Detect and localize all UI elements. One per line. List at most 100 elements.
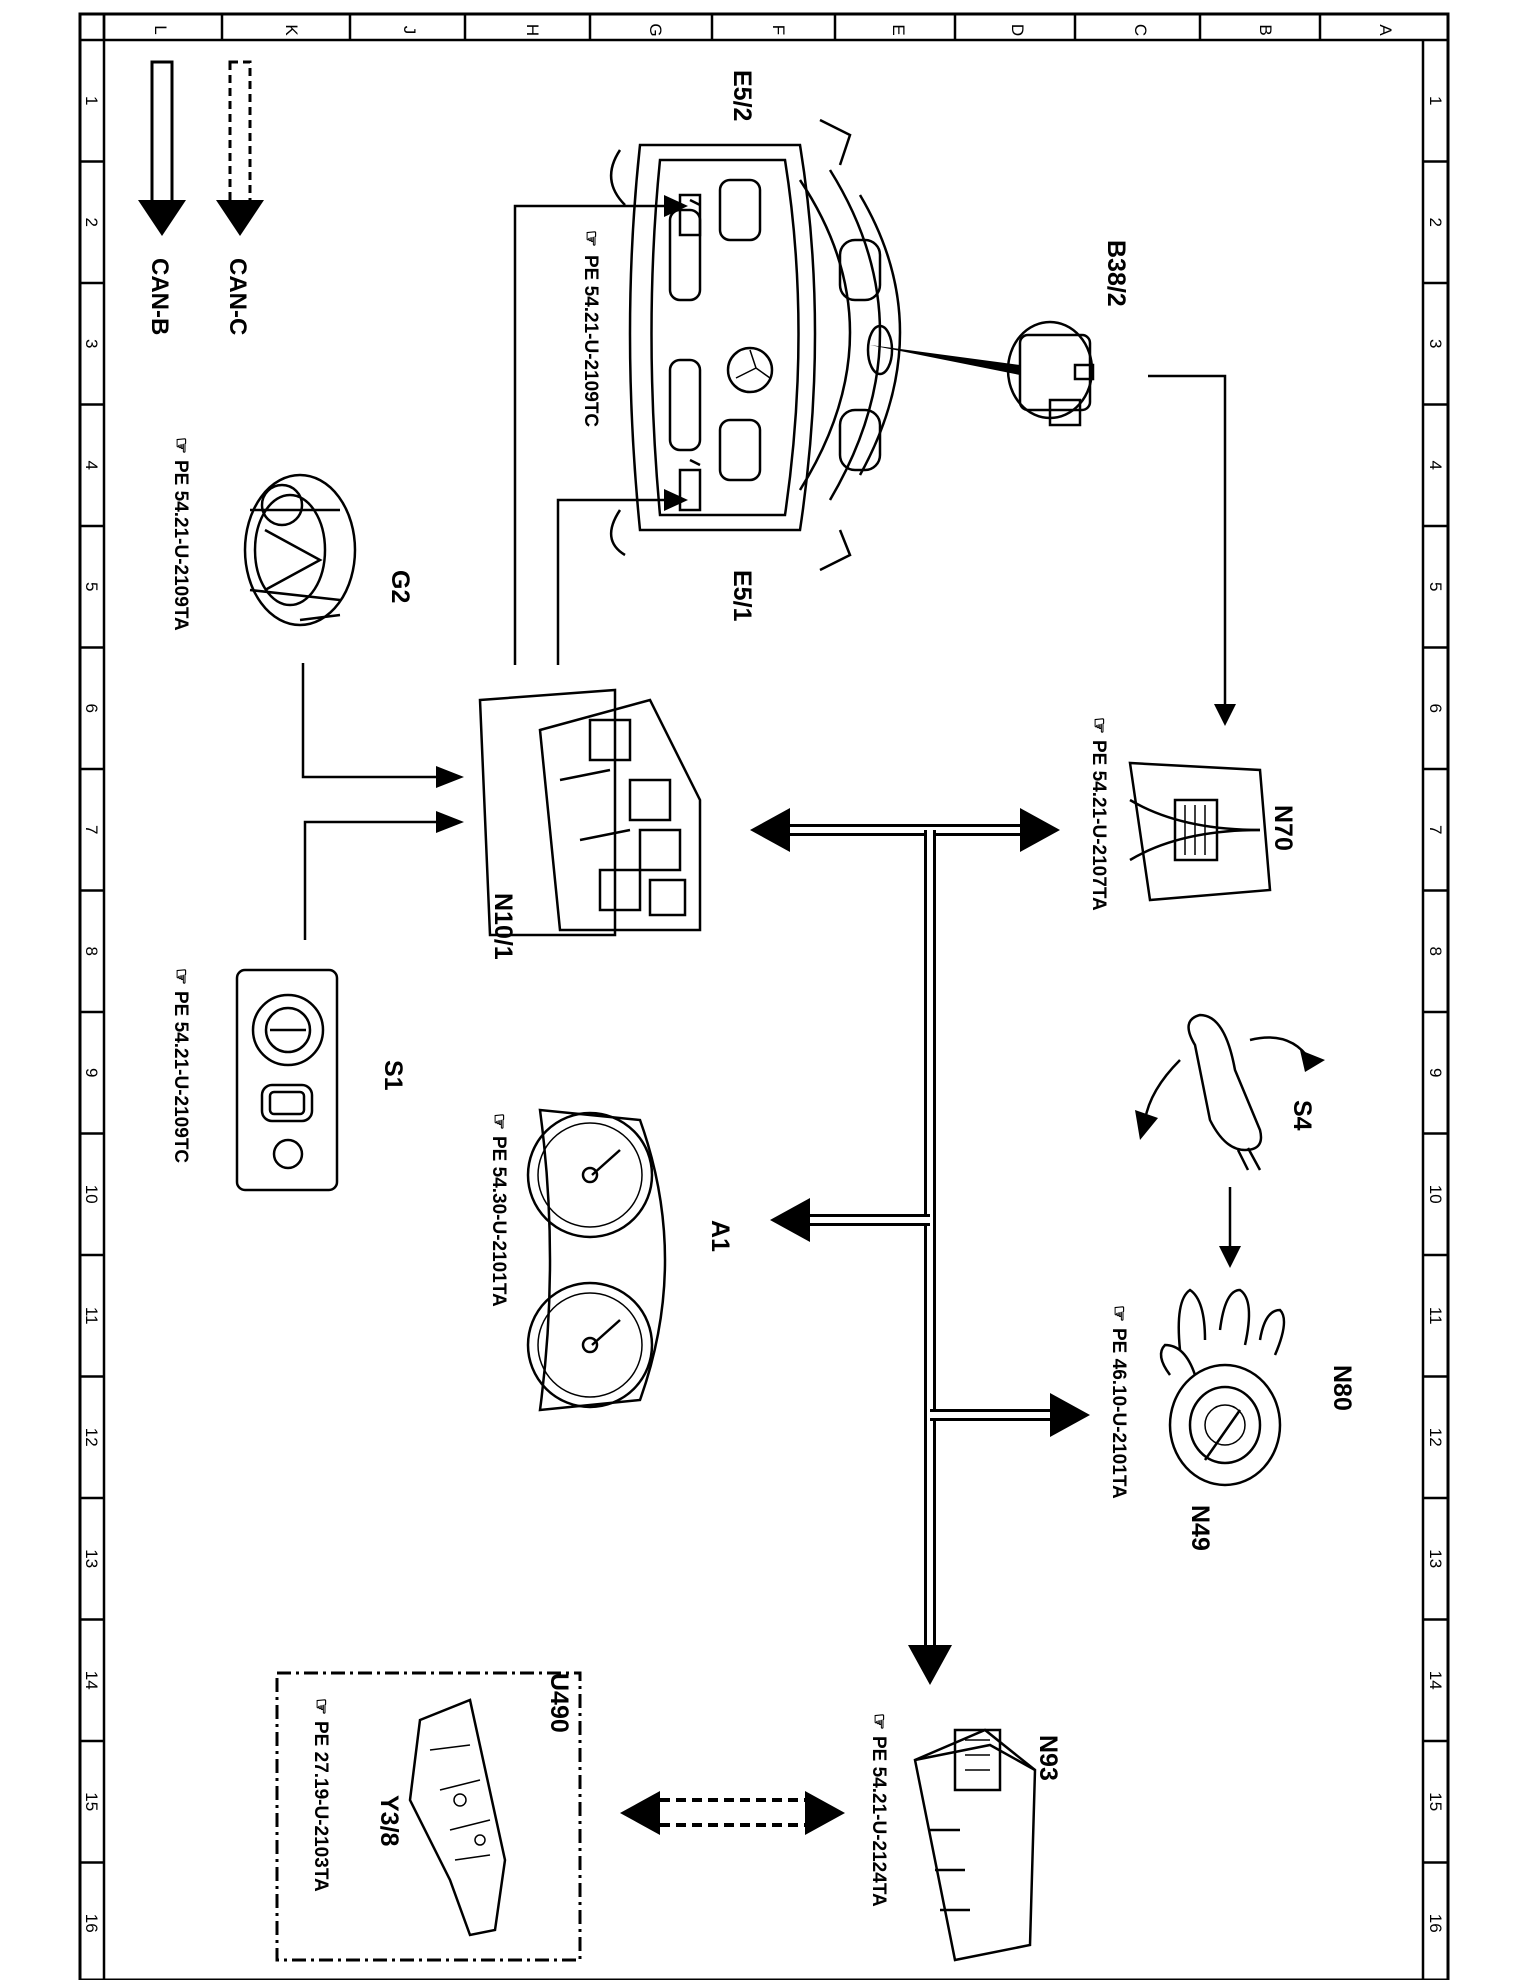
label-e5-2: E5/2 [728, 70, 756, 121]
ref-icon: ☞ [580, 230, 601, 247]
can-c-arrow-n93 [805, 1791, 845, 1835]
y3-8-conductor-plate-drawing [408, 1698, 507, 1937]
ref-icon: ☞ [170, 968, 191, 985]
g2-ref-label: PE 54.21-U-2109TA [170, 460, 191, 631]
row-label: 14 [82, 1671, 101, 1690]
row-label: 7 [1426, 825, 1445, 834]
headlamp-e5-2-marker [678, 193, 702, 237]
col-label: B [1256, 24, 1275, 35]
ref-icon: ☞ [1108, 1305, 1129, 1322]
signal-lines [301, 195, 1241, 1268]
n93-ref: ☞ PE 54.21-U-2124TA [868, 1713, 889, 1907]
col-label: C [1131, 24, 1150, 36]
label-n49: N49 [1186, 1505, 1214, 1551]
headlamp-e5-1-marker [678, 468, 702, 512]
n93-ref-label: PE 54.21-U-2124TA [868, 1736, 889, 1907]
n80-ref-label: PE 46.10-U-2101TA [1108, 1328, 1129, 1499]
legend-can-b-label: CAN-B [146, 258, 173, 335]
ref-icon: ☞ [488, 1113, 509, 1130]
n49-steering-angle-sensor-drawing [1203, 1409, 1242, 1461]
row-label: 7 [82, 825, 101, 834]
row-label: 8 [82, 947, 101, 956]
col-label: K [282, 24, 301, 36]
label-s1: S1 [379, 1060, 407, 1091]
row-label: 11 [82, 1307, 101, 1325]
label-n10-1: N10/1 [489, 893, 517, 960]
column-dividers [102, 14, 1450, 40]
col-label: D [1008, 24, 1027, 36]
row-label: 2 [1426, 218, 1445, 227]
row-label: 15 [82, 1792, 101, 1811]
row-label: 1 [1426, 96, 1445, 105]
row-label: 13 [1426, 1549, 1445, 1568]
row-label: 10 [82, 1185, 101, 1204]
row-label: 13 [82, 1549, 101, 1568]
outer-frame [78, 12, 1450, 1980]
can-b-arrow-n70 [1020, 808, 1060, 852]
label-e5-1: E5/1 [728, 570, 756, 622]
can-b-arrow-a1 [770, 1198, 810, 1242]
can-c-arrow-u490 [620, 1791, 660, 1835]
n10-1-sam-drawing [478, 688, 702, 937]
label-b38-2: B38/2 [1102, 240, 1130, 307]
row-label: 9 [1426, 1068, 1445, 1077]
column-labels: L K J H G F E D C B A [151, 23, 1395, 36]
n80-steering-module-drawing [1159, 1288, 1286, 1487]
vehicle-front-drawing [609, 118, 902, 572]
row-label: 3 [82, 339, 101, 348]
row-label: 5 [82, 582, 101, 591]
legend-can-c-arrow [216, 60, 264, 236]
legend-can-c-label: CAN-C [224, 258, 251, 335]
row-label: 12 [1426, 1428, 1445, 1447]
row-label: 6 [1426, 704, 1445, 713]
row-label: 10 [1426, 1185, 1445, 1204]
label-n70: N70 [1269, 805, 1297, 851]
row-label: 4 [1426, 461, 1445, 470]
row-label: 16 [82, 1914, 101, 1933]
n80-ref: ☞ PE 46.10-U-2101TA [1108, 1305, 1129, 1499]
s1-light-switch-drawing [235, 968, 339, 1192]
row-label: 6 [82, 704, 101, 713]
s1-ref: ☞ PE 54.21-U-2109TC [170, 968, 191, 1163]
a1-ref: ☞ PE 54.30-U-2101TA [488, 1113, 509, 1307]
row-label: 2 [82, 218, 101, 227]
row-label: 8 [1426, 947, 1445, 956]
col-label: G [646, 23, 665, 36]
ref-icon: ☞ [868, 1713, 889, 1730]
can-b-bus [750, 808, 1090, 1685]
can-c-bus [620, 1791, 845, 1835]
n93-gateway-drawing [913, 1728, 1037, 1962]
n70-ref: ☞ PE 54.21-U-2107TA [1088, 717, 1109, 911]
row-label: 1 [82, 96, 101, 105]
label-s4: S4 [1288, 1100, 1316, 1131]
row-label: 15 [1426, 1792, 1445, 1811]
u490-box [275, 1671, 582, 1962]
row-label: 12 [82, 1428, 101, 1447]
legend-can-b-arrow [138, 60, 186, 236]
label-n93: N93 [1034, 1735, 1062, 1781]
a1-ref-label: PE 54.30-U-2101TA [488, 1136, 509, 1307]
col-label: A [1376, 24, 1395, 36]
n70-panel-drawing [1128, 761, 1272, 902]
n70-ref-label: PE 54.21-U-2107TA [1088, 740, 1109, 911]
b38-2-sensor-drawing [870, 320, 1095, 427]
ref-icon: ☞ [170, 437, 191, 454]
col-label: E [889, 24, 908, 35]
row-label: 5 [1426, 582, 1445, 591]
headlamps-ref-label: PE 54.21-U-2109TC [580, 255, 601, 427]
col-label: F [769, 25, 788, 35]
label-a1: A1 [706, 1220, 734, 1252]
col-label: H [523, 24, 542, 36]
col-label: J [400, 26, 419, 35]
g2-alternator-drawing [243, 473, 357, 627]
a1-instrument-cluster-drawing [526, 1108, 667, 1412]
label-u490: U490 [545, 1673, 573, 1733]
headlamps-ref: ☞ PE 54.21-U-2109TC [580, 230, 601, 427]
row-label: 9 [82, 1068, 101, 1077]
col-label: L [151, 25, 170, 34]
legend: CAN-B CAN-C [138, 60, 264, 335]
label-y3-8: Y3/8 [375, 1795, 403, 1847]
